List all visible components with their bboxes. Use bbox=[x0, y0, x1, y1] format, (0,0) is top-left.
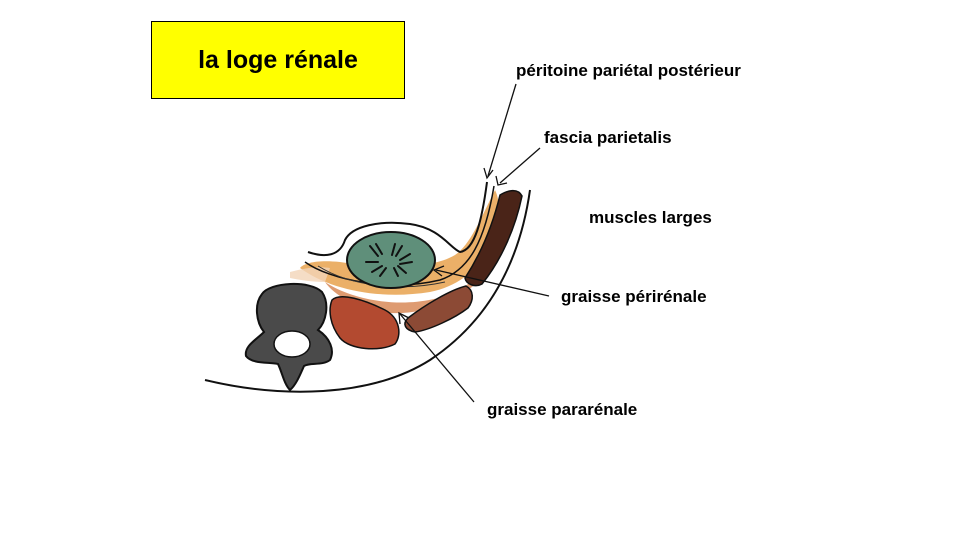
label-muscles: muscles larges bbox=[589, 208, 712, 227]
psoas-muscle bbox=[329, 296, 400, 350]
renal-calyces bbox=[365, 243, 413, 277]
pointer-graisse-perirenale bbox=[435, 269, 550, 297]
pointer-lines bbox=[398, 83, 550, 403]
kidney bbox=[346, 231, 436, 289]
diagram-title: la loge rénale bbox=[198, 45, 358, 74]
vertebra bbox=[244, 282, 333, 392]
outer-wall-curve bbox=[204, 189, 531, 393]
label-graisse-pararenale: graisse pararénale bbox=[487, 400, 638, 419]
pointer-graisse-pararenale bbox=[399, 313, 475, 403]
brown-muscle bbox=[404, 285, 473, 333]
label-peritoine: péritoine pariétal postérieur bbox=[516, 61, 741, 80]
peritoneum-line bbox=[307, 181, 488, 257]
label-graisse-perirenale: graisse périrénale bbox=[561, 287, 707, 306]
dark-muscle bbox=[464, 189, 523, 287]
vertebral-canal bbox=[273, 330, 311, 358]
pointer-fascia bbox=[499, 147, 541, 184]
pointer-peritoine bbox=[487, 83, 517, 177]
label-fascia: fascia parietalis bbox=[544, 128, 672, 147]
arrowhead-perirenale bbox=[432, 265, 445, 277]
arrowhead-peritoine bbox=[483, 167, 494, 180]
fascia-line bbox=[304, 185, 495, 286]
title-box: la loge rénale bbox=[151, 21, 405, 99]
arrowhead-fascia bbox=[495, 175, 508, 186]
arrowhead-pararenale bbox=[398, 311, 410, 325]
